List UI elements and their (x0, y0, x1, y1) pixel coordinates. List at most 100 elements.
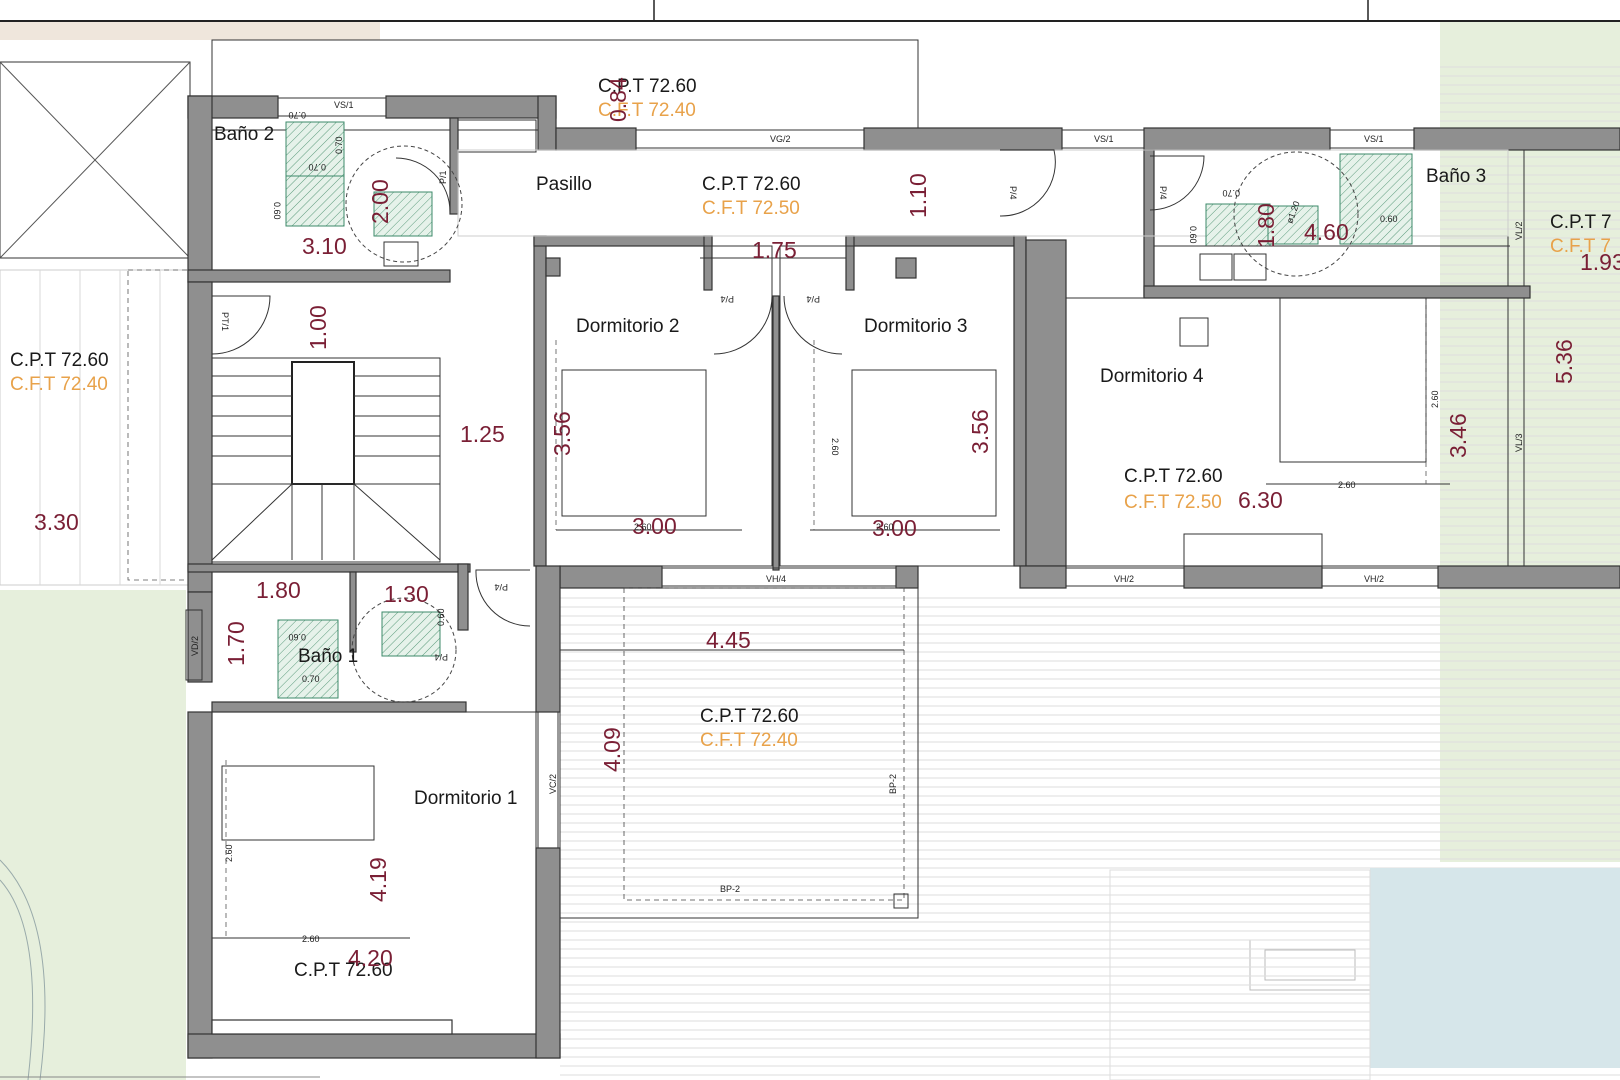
lbl-bp2-b: BP-2 (720, 884, 740, 894)
level-dorm4-cpt: C.P.T 72.60 (1124, 466, 1223, 487)
door-d2 (713, 295, 773, 355)
wall-b2-right (537, 95, 557, 151)
wall-bottom-c (1019, 565, 1067, 589)
dim-100: 1.00 (305, 305, 331, 350)
lbl-bp2-a: BP-2 (888, 774, 898, 794)
lbl-260-b: 2.60 (302, 934, 320, 944)
terrace-inner (623, 587, 905, 901)
door-b2 (395, 157, 451, 213)
dim-180: 1.80 (256, 577, 301, 603)
lbl-070-c: 0.70 (334, 136, 344, 154)
lbl-p4-a: P/4 (720, 294, 734, 304)
level-right-cft: C.F.T 7 (1550, 236, 1611, 257)
win-vd2 (185, 609, 203, 681)
level-dorm4-cft: C.F.T 72.50 (1124, 492, 1222, 513)
terrace-paving (1109, 869, 1371, 1080)
pasillo-outline (457, 149, 1509, 237)
b1-fixture-2 (381, 611, 441, 657)
room-bano3: Baño 3 (1426, 166, 1486, 187)
win-vs1-b (1061, 129, 1145, 149)
level-left-cft: C.F.T 72.40 (10, 374, 108, 395)
level-terrace-cpt: C.P.T 72.60 (700, 706, 799, 727)
left-terrace (0, 269, 191, 586)
win-vs1-c (1329, 129, 1415, 149)
dim-356-b: 3.56 (967, 409, 993, 454)
d2-interior (545, 245, 773, 567)
b3-fixture-2 (1339, 153, 1413, 245)
room-dormitorio4: Dormitorio 4 (1100, 366, 1204, 387)
wall-b2-top-2 (385, 95, 557, 119)
top-strip (0, 22, 380, 40)
wall-b1-mid (349, 571, 357, 653)
wall-b2-pier (449, 117, 459, 215)
stair-landing-2 (211, 483, 293, 561)
dim-200: 2.00 (367, 179, 393, 224)
lbl-260-f: 2.60 (1430, 390, 1440, 408)
lbl-260-e: 2.60 (876, 522, 894, 532)
garden-arc (0, 859, 46, 1080)
dim-180-b3: 1.80 (1253, 203, 1279, 248)
wall-bottom-e (1437, 565, 1620, 589)
pool (1370, 868, 1620, 1068)
wall-top-c (1143, 127, 1331, 151)
lbl-vh2-b: VH/2 (1364, 574, 1384, 584)
lbl-vd2: VD/2 (190, 636, 200, 656)
wall-d3-top (845, 235, 1015, 247)
wall-d1-left (187, 711, 213, 1059)
d4-stool (1179, 317, 1209, 347)
dim-193: 1.93 (1580, 249, 1620, 275)
walls (187, 95, 1620, 1059)
level-right-cpt: C.P.T 7 (1550, 212, 1612, 233)
wall-d3-right (1013, 235, 1027, 567)
wall-d2-top (533, 235, 713, 247)
stair-outline (211, 357, 441, 563)
b1-turn-circle (351, 597, 457, 703)
lbl-p4-b: P/4 (806, 294, 820, 304)
dim-170: 1.70 (223, 621, 249, 666)
terrace-outline (559, 587, 919, 919)
d3-interior (779, 245, 1015, 567)
wall-corr-right (535, 565, 561, 713)
door-pt1 (211, 295, 271, 355)
wall-d1-right (535, 847, 561, 1059)
terrace-corner (893, 893, 909, 909)
lbl-p4-f: P/4 (434, 652, 448, 662)
d2-column (545, 257, 561, 277)
b3-fixture-3 (1267, 205, 1319, 245)
dim-420: 4.20 (348, 945, 393, 971)
bathroom-fixtures (277, 121, 1413, 703)
wall-bottom-b (895, 565, 919, 589)
wall-d2-left (533, 235, 547, 567)
lbl-vc2: VC/2 (548, 774, 558, 794)
wall-b2-bottom (187, 269, 451, 283)
wall-mid-div (772, 295, 780, 571)
wall-b2-left (187, 95, 213, 283)
room-bano1: Baño 1 (298, 646, 358, 667)
bed-d2 (561, 369, 707, 517)
room-dormitorio1: Dormitorio 1 (414, 788, 517, 809)
doors (211, 149, 1205, 627)
lbl-vh2-a: VH/2 (1114, 574, 1134, 584)
wall-d4-left (1025, 239, 1067, 567)
garden-left (0, 590, 186, 1080)
wall-top-a (555, 127, 637, 151)
lbl-060-c: 0.60 (1380, 214, 1398, 224)
wall-top-b (863, 127, 1063, 151)
dim-125: 1.25 (460, 421, 505, 447)
lbl-060-d: 0.60 (288, 632, 306, 642)
level-dorm1-cpt: C.P.T 72.60 (294, 960, 393, 981)
lbl-p4-e: P/4 (494, 582, 508, 592)
dim-460: 4.60 (1304, 219, 1349, 245)
b2-sink (383, 241, 419, 267)
void-diag-2 (0, 61, 191, 259)
door-b1 (475, 569, 531, 627)
b2-fixture-3 (373, 191, 433, 237)
stair-landing-3 (353, 483, 441, 561)
lbl-vh4: VH/4 (766, 574, 786, 584)
wall-bottom-a (559, 565, 663, 589)
dim-346: 3.46 (1445, 413, 1471, 458)
lbl-260-a: 2.60 (224, 844, 234, 862)
bed-d4 (1279, 297, 1427, 463)
dim-630: 6.30 (1238, 487, 1283, 513)
wall-b1-left (187, 591, 213, 683)
